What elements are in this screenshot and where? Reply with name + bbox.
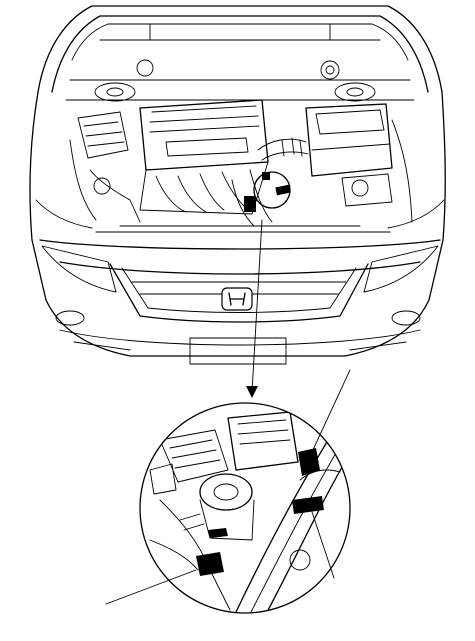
front-bumper <box>41 245 439 365</box>
honda-h-emblem <box>221 287 253 311</box>
detail-connector-small <box>208 528 228 538</box>
detail-connector-lower-left <box>196 552 224 576</box>
detail-pointer <box>246 219 263 398</box>
license-plate <box>189 337 287 365</box>
leader-lower-left <box>105 569 197 605</box>
detail-connector-upper-right <box>298 448 320 476</box>
detail-connector-middle-right <box>292 496 324 514</box>
body-outline <box>29 91 446 357</box>
leader-lower-right <box>311 511 335 579</box>
overview-connector-upper <box>275 184 291 196</box>
open-hood <box>37 5 443 93</box>
overview-connector-small <box>262 172 270 180</box>
callout-leaders <box>105 369 351 605</box>
overview-connector-lower <box>244 196 256 212</box>
detail-circle <box>139 402 351 614</box>
leader-upper-right <box>311 369 351 453</box>
detail-circle-border <box>139 402 351 614</box>
engine-bay <box>65 59 415 233</box>
